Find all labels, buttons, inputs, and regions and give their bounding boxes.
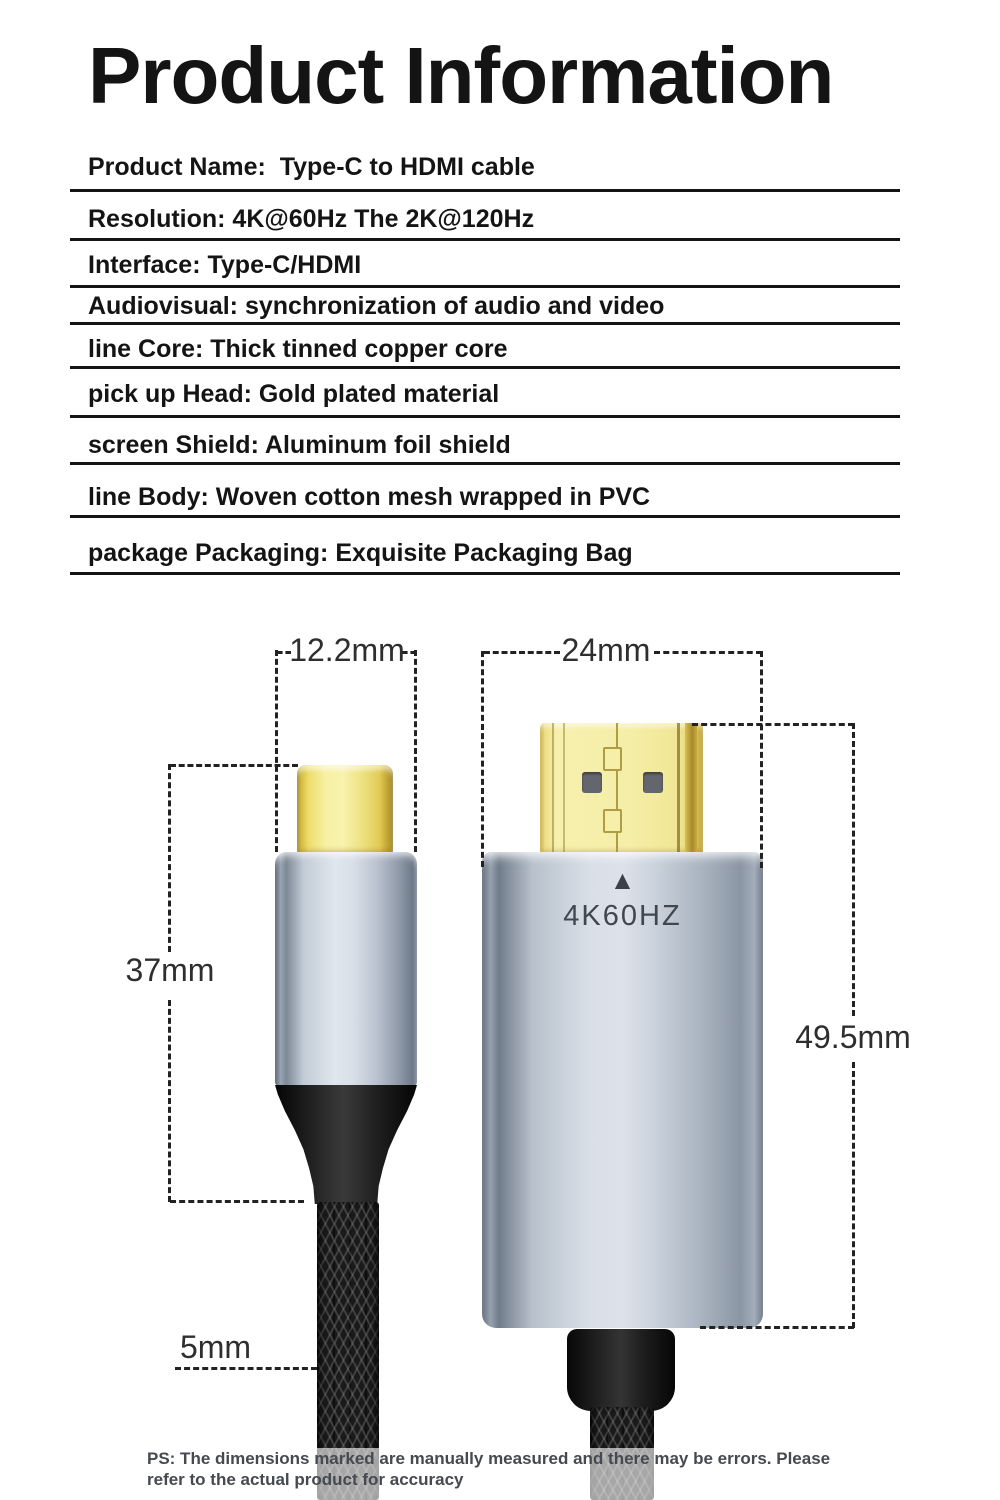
spec-row: Audiovisual: synchronization of audio an… <box>70 291 900 325</box>
dim-line <box>170 1200 304 1203</box>
dim-line <box>402 651 416 654</box>
tongue-stripe <box>685 723 697 853</box>
disclaimer-line: PS: The dimensions marked are manually m… <box>147 1449 831 1468</box>
typec-strain-relief <box>275 1085 417 1204</box>
dim-line <box>170 764 298 767</box>
dim-line <box>168 1000 171 1202</box>
hdmi-strain-relief <box>567 1329 675 1411</box>
spec-row: package Packaging: Exquisite Packaging B… <box>70 538 900 575</box>
tongue-stripe <box>677 723 680 853</box>
dim-hdmi-width-label: 24mm <box>561 632 651 668</box>
tongue-center-seam <box>616 723 618 853</box>
dim-line <box>168 764 171 952</box>
disclaimer-note: PS: The dimensions marked are manually m… <box>147 1449 947 1490</box>
typec-gold-tip <box>297 765 393 853</box>
dim-hdmi-length-label: 49.5mm <box>795 1019 911 1055</box>
spec-row: line Core: Thick tinned copper core <box>70 334 900 369</box>
spec-row: screen Shield: Aluminum foil shield <box>70 430 900 465</box>
typec-metal-body <box>275 852 417 1086</box>
disclaimer-line: refer to the actual product for accuracy <box>147 1469 464 1489</box>
spec-row: pick up Head: Gold plated material <box>70 379 900 418</box>
dim-line <box>654 651 762 654</box>
dim-typec-width-label: 12.2mm <box>289 632 405 668</box>
dim-line <box>175 1367 317 1370</box>
dim-line <box>414 650 417 852</box>
tongue-stripe <box>552 723 554 853</box>
hdmi-marking-label: 4K60HZ <box>563 900 682 932</box>
hdmi-gold-tongue <box>540 723 703 853</box>
page-title: Product Information <box>88 31 834 120</box>
spec-row: Interface: Type-C/HDMI <box>70 250 900 288</box>
dim-typec-length-label: 37mm <box>125 952 215 988</box>
tongue-notch <box>603 747 622 771</box>
spec-row: line Body: Woven cotton mesh wrapped in … <box>70 482 900 518</box>
hdmi-pin-hole <box>582 772 602 793</box>
dim-line <box>700 1326 854 1329</box>
footer-fade-overlay <box>0 1448 1000 1500</box>
dim-line <box>484 651 560 654</box>
tongue-stripe <box>563 723 565 853</box>
dim-line <box>852 1062 855 1328</box>
dim-cable-diameter-label: 5mm <box>179 1329 252 1365</box>
hdmi-pin-hole <box>643 772 663 793</box>
dim-line <box>852 723 855 1016</box>
hdmi-metal-body <box>482 852 763 1328</box>
dim-line <box>277 651 291 654</box>
dim-line <box>692 723 854 726</box>
tongue-notch <box>603 809 622 833</box>
spec-row: Product Name: Type-C to HDMI cable <box>70 152 900 192</box>
triangle-up-icon: ▲ <box>609 865 636 895</box>
dim-line <box>275 650 278 852</box>
spec-row: Resolution: 4K@60Hz The 2K@120Hz <box>70 204 900 241</box>
dim-line <box>481 651 484 867</box>
dim-line <box>760 651 763 868</box>
